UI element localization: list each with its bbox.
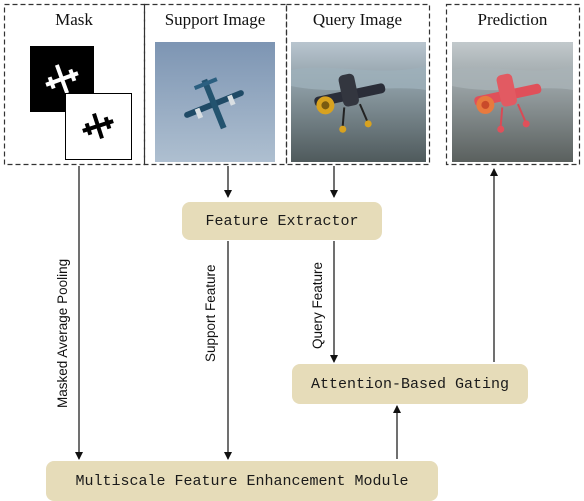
query-image — [291, 42, 426, 162]
support-panel — [143, 3, 288, 166]
attention-gating-block: Attention-Based Gating — [292, 364, 528, 404]
feature-extractor-block: Feature Extractor — [182, 202, 382, 240]
support-image-title: Support Image — [164, 10, 266, 29]
support-image — [155, 42, 275, 162]
prediction-panel — [445, 3, 581, 166]
multiscale-module-block: Multiscale Feature Enhancement Module — [46, 461, 438, 501]
prediction-image — [452, 42, 573, 162]
mask-title: Mask — [55, 10, 93, 29]
query-feature-label: Query Feature — [310, 261, 325, 349]
prediction-title: Prediction — [477, 10, 548, 29]
support-feature-label: Support Feature — [203, 264, 218, 362]
query-image-title: Query Image — [312, 10, 403, 29]
masked-pooling-label: Masked Average Pooling — [55, 258, 70, 408]
mask-image-query — [65, 93, 132, 160]
